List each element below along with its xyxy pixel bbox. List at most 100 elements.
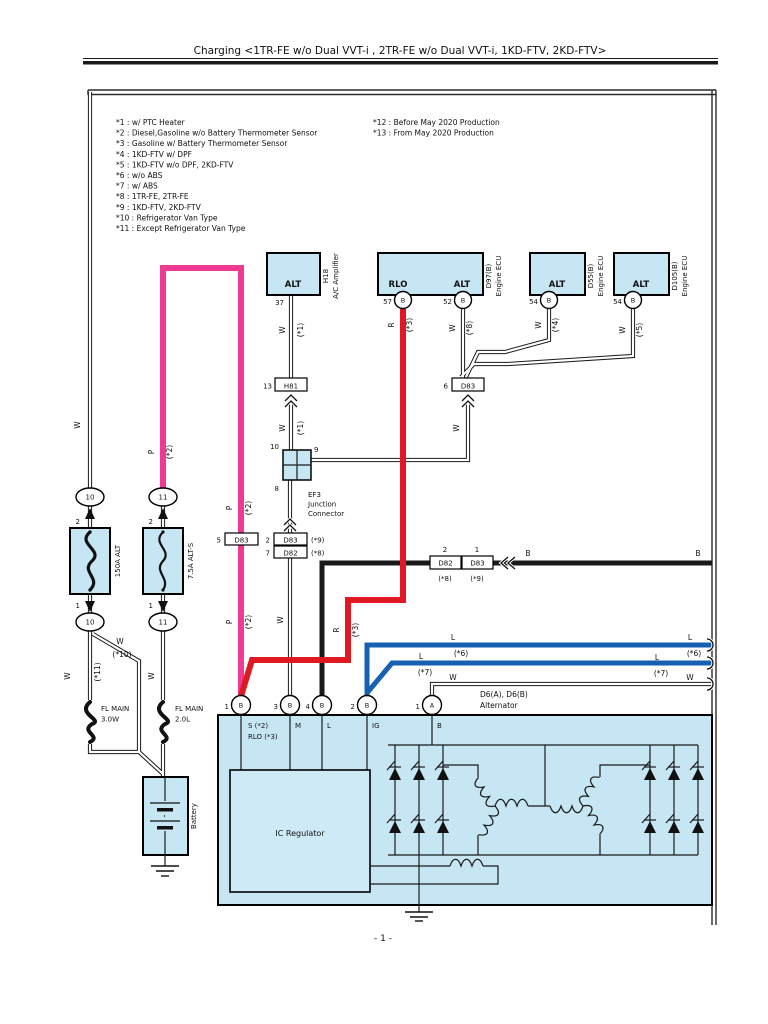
note-line: *4 : 1KD-FTV w/ DPF: [116, 150, 192, 159]
connector-d83-6: 6 D83: [444, 377, 485, 392]
wire-ref-label: (*4): [551, 318, 560, 332]
wire-black-b: [319, 560, 712, 700]
pin-number: 1: [76, 602, 80, 610]
wire-ref-label: (*2): [165, 445, 174, 459]
pin-number: 2: [443, 546, 447, 554]
pin-number: 10: [270, 443, 279, 451]
ecu-pin-terminals: B B B B: [393, 290, 643, 310]
box-label: ALT: [285, 280, 302, 290]
wire-color-label: W: [147, 672, 156, 680]
wire-color-label: W: [449, 673, 457, 682]
page-number: - 1 -: [374, 934, 392, 944]
wire-color-label: B: [525, 549, 530, 558]
connector-d83-5: 5 D83: [217, 532, 259, 546]
wire-color-label: R: [332, 627, 341, 632]
wire-color-label: P: [147, 449, 156, 454]
component-alternator: S (*2) RLO (*3) M L IG B IC Regulator: [217, 690, 713, 922]
wire-ref-label: (*3): [405, 318, 414, 332]
pin-number: 13: [263, 383, 272, 391]
fl-name: FL MAIN: [175, 705, 203, 713]
terminal-letter: B: [401, 297, 405, 305]
note-line: *3 : Gasoline w/ Battery Thermometer Sen…: [116, 139, 288, 148]
note-line: *8 : 1TR-FE, 2TR-FE: [116, 192, 189, 201]
component-engine-ecu-d55b: ALT 54 D55(B) Engine ECU: [529, 252, 605, 306]
wire-ref-label: (*10): [112, 650, 131, 659]
wire-color-label: L: [419, 652, 424, 661]
wire-pink-p: [160, 265, 244, 698]
terminal-letter: B: [239, 702, 243, 710]
terminal-letter: B: [365, 702, 369, 710]
note-line: *1 : w/ PTC Heater: [116, 118, 186, 127]
pin-number: 2: [149, 518, 153, 526]
component-ac-amplifier: ALT 37 H18 A/C Amplifier: [266, 252, 340, 307]
wire-color-label: P: [225, 619, 234, 624]
wire-color-label: L: [451, 633, 456, 642]
wire-color-label: W: [618, 326, 627, 334]
terminal-letter: B: [631, 297, 635, 305]
box-label: ALT: [549, 280, 566, 290]
wire-labels: W (*1) R (*3) W (*8) W (*4) W (*5) W (*1…: [63, 318, 701, 682]
fl-name: FL MAIN: [101, 705, 129, 713]
wire-ref-label: (*11): [93, 662, 102, 681]
oval-number: 10: [86, 494, 95, 502]
fusible-link-fl-main-3p0w: FL MAIN 3.0W: [84, 700, 129, 744]
pin-number: 52: [443, 298, 452, 306]
title-rule: [83, 58, 718, 65]
junction-connector-ef3: 10 9 8 EF3 Junction Connector: [270, 443, 344, 518]
terminal-label: B: [437, 722, 442, 730]
alternator-code: D6(A), D6(B): [480, 690, 528, 699]
box-label: ALT: [454, 280, 471, 290]
pin-number: 1: [225, 703, 229, 711]
wire-ref-label: (*6): [454, 649, 468, 658]
pin-number: 1: [416, 703, 420, 711]
terminal-label: L: [327, 722, 331, 730]
fuse-150a-alt: 10 2 1 10 150A ALT: [69, 487, 122, 632]
wire-color-label: R: [387, 322, 396, 327]
ref-label: (*8): [311, 550, 325, 558]
wire-color-label: L: [655, 653, 660, 662]
terminal-letter: A: [430, 702, 435, 710]
wire-ref-label: (*8): [465, 321, 474, 335]
wire-color-label: W: [278, 326, 287, 334]
connector-code: D83: [461, 383, 475, 391]
alternator-name: Alternator: [480, 701, 519, 710]
terminal-letter: B: [461, 297, 465, 305]
pin-number: 57: [383, 298, 392, 306]
diagram-frame: [87, 89, 717, 925]
connector-code: H18: [322, 269, 330, 283]
note-line: *2 : Diesel,Gasoline w/o Battery Thermom…: [116, 129, 318, 138]
wire-color-label: P: [225, 505, 234, 510]
pin-number: 5: [217, 537, 221, 545]
fl-size: 2.0L: [175, 716, 190, 724]
note-line: *12 : Before May 2020 Production: [373, 118, 500, 127]
connector-code: D83: [234, 537, 248, 545]
wire-ref-label: (*2): [244, 501, 253, 515]
stator-winding-right: [545, 764, 650, 855]
note-line: *7 : w/ ABS: [116, 182, 158, 191]
connector-desc: Junction: [307, 501, 336, 509]
terminal-label: M: [295, 722, 301, 730]
pin-number: 2: [76, 518, 80, 526]
pin-number: 54: [529, 298, 538, 306]
fuse-7p5a-alt-s: 11 2 1 11 7.5A ALT-S: [142, 487, 195, 632]
wire-ref-label: (*1): [296, 323, 305, 337]
pin-number: 7: [266, 550, 270, 558]
component-engine-ecu-d105b: ALT 54 D105(B) Engine ECU: [613, 252, 689, 306]
rotor-field-coil: [370, 858, 499, 885]
connector-code: D83: [470, 560, 484, 568]
box-label: ALT: [633, 280, 650, 290]
regulator-label: IC Regulator: [275, 829, 325, 838]
wire-color-label: B: [695, 549, 700, 558]
pin-number: 9: [314, 446, 318, 454]
wire-color-label: L: [688, 633, 693, 642]
connector-code: D83: [283, 537, 297, 545]
box-label: RLO: [389, 280, 408, 290]
fuse-name: 150A ALT: [114, 544, 122, 577]
pin-number: 1: [475, 546, 479, 554]
wire-ref-label: (*7): [418, 668, 432, 677]
oval-number: 11: [159, 494, 168, 502]
pin-number: 3: [274, 703, 278, 711]
note-line: *6 : w/o ABS: [116, 171, 163, 180]
